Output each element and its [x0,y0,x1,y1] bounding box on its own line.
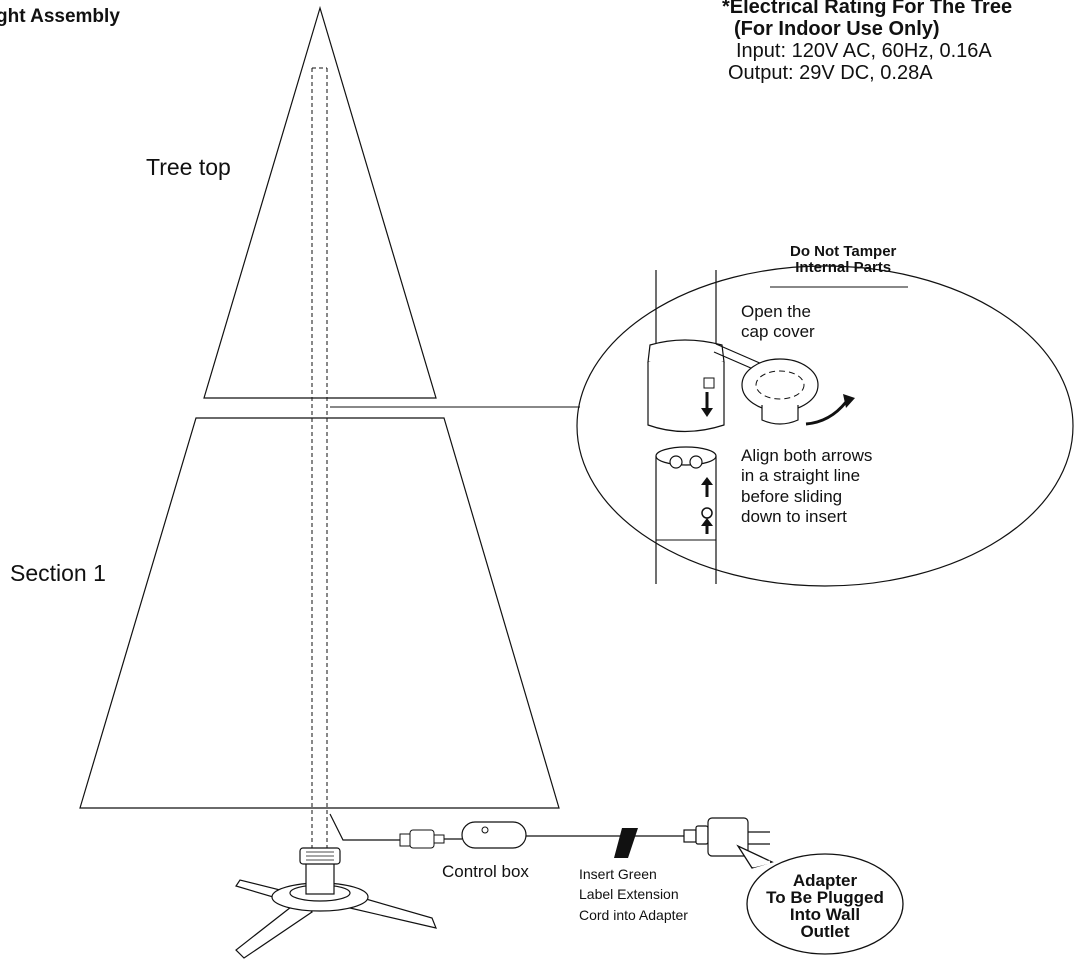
rating-input: Input: 120V AC, 60Hz, 0.16A [736,40,992,62]
adapter-line-4: Outlet [800,922,850,941]
adapter-callout-text: Adapter To Be Plugged Into Wall Outlet [758,872,892,940]
adapter-line-1: Adapter [792,871,858,890]
page-title: ght Assembly [0,6,120,27]
warning-line-2: Internal Parts [795,258,892,276]
align-arrows-instruction: Align both arrows in a straight line bef… [741,446,872,528]
tree-top-label: Tree top [146,154,231,180]
power-cord [329,813,684,841]
adapter-callout-bubble [736,844,904,955]
warning-line-1: Do Not Tamper [790,243,897,260]
connector-plug [399,829,445,849]
adapter-line-2: To Be Plugged [766,888,884,907]
electrical-rating-block: *Electrical Rating For The Tree (For Ind… [722,0,1012,84]
arrow-down-icon [701,392,713,417]
insert-line-3: Cord into Adapter [579,906,688,923]
section-1-outline [79,417,560,809]
center-pole [311,67,328,848]
tree-top-outline [203,5,437,399]
align-line-1: Align both arrows [741,446,873,465]
arrow-up-icon [701,477,713,534]
tree-stand [235,847,437,959]
green-label-band [614,828,638,858]
rating-subtitle: (For Indoor Use Only) [734,18,940,40]
open-line-1: Open the [741,302,811,321]
insert-line-2: Label Extension [579,886,679,903]
align-line-2: in a straight line [741,466,861,486]
plug-icon [683,817,770,857]
open-line-2: cap cover [741,322,815,342]
rating-output: Output: 29V DC, 0.28A [728,62,933,84]
section-1-label: Section 1 [10,560,106,586]
rating-title: *Electrical Rating For The Tree [722,0,1013,18]
warning-label: Do Not Tamper Internal Parts [790,244,896,276]
control-box [461,821,527,849]
open-cap-instruction: Open the cap cover [741,302,815,343]
detail-circle [576,265,1074,587]
adapter-line-3: Into Wall [789,905,861,924]
align-line-4: down to insert [741,507,847,527]
insert-cord-instruction: Insert Green Label Extension Cord into A… [579,864,688,925]
control-box-label: Control box [442,862,529,881]
align-line-3: before sliding [741,486,843,506]
insert-line-1: Insert Green [579,866,657,882]
curved-arrow-icon [805,394,855,426]
